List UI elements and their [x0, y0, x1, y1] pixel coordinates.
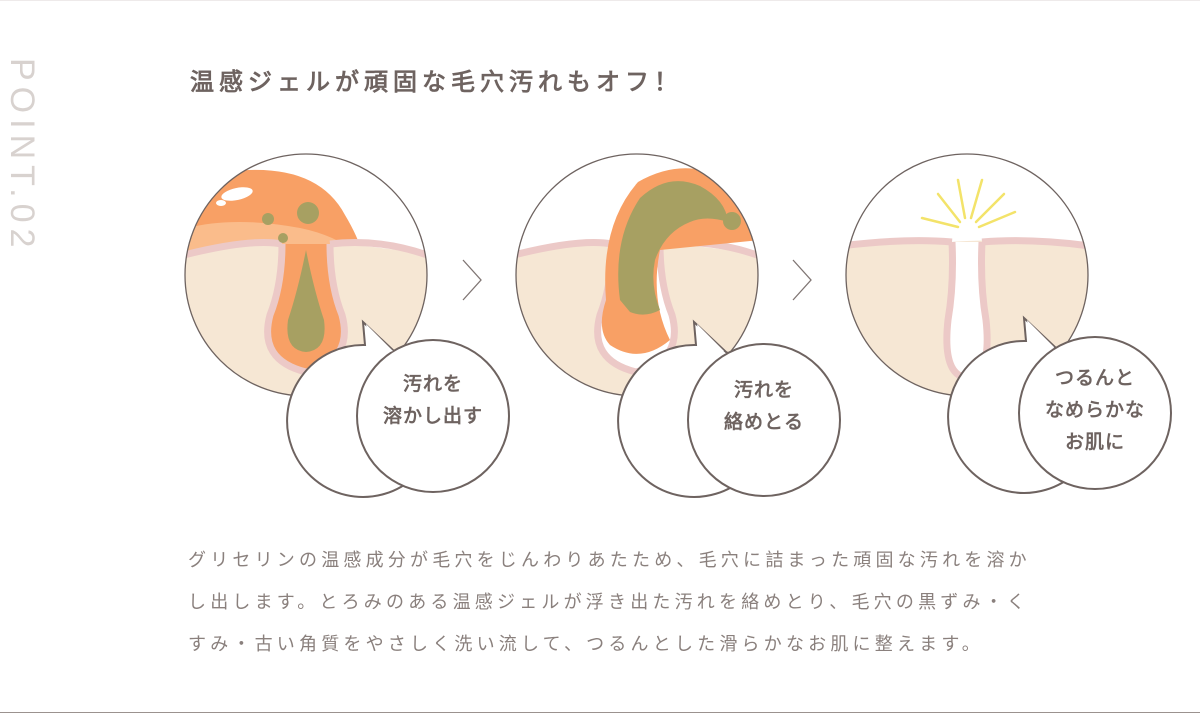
- step-2-caption-line-1: 汚れを: [733, 379, 794, 401]
- chevron-right-icon: [462, 259, 482, 301]
- description-line-2: し出します。とろみのある温感ジェルが浮き出た汚れを絡めとり、毛穴の黒ずみ・く: [188, 592, 1030, 613]
- section-label: POINT.02: [3, 58, 41, 254]
- step-3-caption-line-2: なめらかな: [1044, 399, 1145, 421]
- chevron-right-icon: [792, 259, 812, 301]
- step-3-caption: つるんと なめらかな お肌に: [1020, 362, 1170, 458]
- step-2-caption-line-2: 絡めとる: [723, 411, 804, 433]
- step-1-caption: 汚れを 溶かし出す: [363, 368, 503, 432]
- step-3-illustration: [845, 153, 1172, 494]
- sparkle-icon: [920, 178, 1017, 229]
- description-line-1: グリセリンの温感成分が毛穴をじんわりあたため、毛穴に詰まった頑固な汚れを溶か: [188, 550, 1031, 571]
- bottom-divider: [0, 712, 1200, 713]
- description-paragraph: グリセリンの温感成分が毛穴をじんわりあたため、毛穴に詰まった頑固な汚れを溶か し…: [188, 540, 1178, 666]
- step-3-caption-line-1: つるんと: [1054, 367, 1135, 389]
- step-1-caption-line-2: 溶かし出す: [382, 405, 483, 427]
- step-1-illustration: [184, 153, 510, 498]
- pore-illustration: [184, 153, 1172, 498]
- top-divider: [0, 0, 1200, 1]
- step-1-caption-line-1: 汚れを: [402, 373, 463, 395]
- step-2-caption: 汚れを 絡めとる: [694, 374, 834, 438]
- description-line-3: すみ・古い角質をやさしく洗い流して、つるんとした滑らかなお肌に整えます。: [188, 634, 984, 655]
- step-2-illustration: [515, 153, 841, 498]
- step-3-caption-line-3: お肌に: [1064, 431, 1125, 453]
- page-headline: 温感ジェルが頑固な毛穴汚れもオフ！: [190, 68, 683, 96]
